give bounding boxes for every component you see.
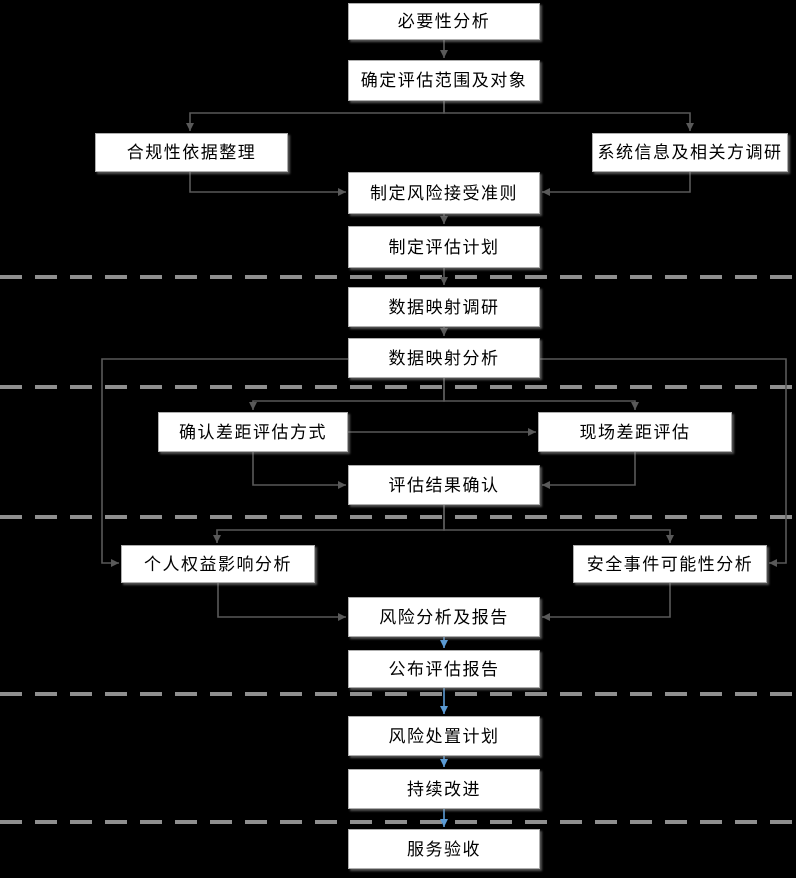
arrowhead-plan-to-mapping-survey: [440, 277, 448, 285]
flow-node-compliance-basis: 合规性依据整理: [95, 133, 288, 172]
connector-incident-to-risk-report: [542, 583, 671, 618]
flow-node-risk-treatment-plan: 风险处置计划: [348, 716, 540, 756]
flow-node-label: 数据映射调研: [388, 297, 500, 317]
arrowhead-incident-to-risk-report: [542, 613, 550, 621]
arrowhead-analysis-left-rail-to-rights: [111, 559, 119, 567]
flow-node-personal-rights-impact: 个人权益影响分析: [121, 545, 315, 583]
flow-node-label: 风险分析及报告: [379, 607, 509, 627]
connector-rights-to-risk-report: [217, 583, 346, 618]
flow-node-label: 数据映射分析: [388, 348, 500, 368]
flow-node-label: 确认差距评估方式: [179, 422, 327, 442]
flow-node-label: 公布评估报告: [388, 659, 500, 679]
arrowhead-criteria-to-plan: [440, 216, 448, 224]
flow-node-risk-analysis-report: 风险分析及报告: [348, 597, 540, 637]
flow-node-label: 合规性依据整理: [126, 143, 257, 162]
flow-node-label: 风险处置计划: [388, 726, 500, 746]
flow-node-data-mapping-survey: 数据映射调研: [348, 287, 540, 327]
arrowhead-necessity-to-scope: [440, 50, 448, 58]
flow-node-label: 现场差距评估: [579, 422, 691, 442]
flow-node-label: 制定评估计划: [388, 237, 500, 257]
flow-node-label: 评估结果确认: [388, 475, 500, 495]
connector-scope-to-compliance: [189, 101, 445, 131]
flow-node-label: 确定评估范围及对象: [360, 71, 528, 90]
arrowhead-risk-report-to-publish: [440, 640, 448, 648]
arrowhead-compliance-to-criteria: [338, 188, 346, 196]
connector-onsite-to-result: [542, 452, 636, 486]
flow-node-result-confirmation: 评估结果确认: [348, 465, 540, 505]
connector-result-to-incident: [443, 505, 671, 543]
flow-node-define-scope: 确定评估范围及对象: [348, 60, 540, 101]
connector-compliance-to-criteria: [189, 172, 346, 193]
connector-system-info-to-criteria: [542, 172, 691, 193]
arrowhead-gap-method-to-result: [338, 481, 346, 489]
arrowhead-survey-to-mapping-analysis: [440, 328, 448, 336]
flow-node-continuous-improvement: 持续改进: [348, 769, 540, 809]
flow-node-necessity-analysis: 必要性分析: [348, 3, 540, 40]
flow-node-incident-likelihood: 安全事件可能性分析: [573, 545, 767, 583]
arrowhead-analysis-right-rail-to-incident: [769, 559, 777, 567]
arrowhead-treatment-to-improvement: [440, 759, 448, 767]
arrowhead-result-to-rights-impact: [213, 535, 221, 543]
connector-scope-to-system-info: [443, 101, 691, 131]
arrowhead-gap-method-to-onsite: [528, 428, 536, 436]
connector-result-to-rights-impact: [216, 505, 445, 543]
connector-analysis-to-onsite-gap: [443, 378, 636, 410]
arrowhead-publish-to-treatment: [440, 706, 448, 714]
flow-node-onsite-gap-assessment: 现场差距评估: [538, 412, 732, 452]
arrowhead-scope-to-system-info: [686, 123, 694, 131]
connector-analysis-to-gap-method: [252, 378, 445, 410]
flow-node-label: 安全事件可能性分析: [586, 554, 754, 574]
flow-node-data-mapping-analysis: 数据映射分析: [348, 338, 540, 378]
flow-node-label: 系统信息及相关方调研: [597, 143, 783, 162]
arrowhead-rights-to-risk-report: [338, 613, 346, 621]
connector-analysis-right-rail-to-incident: [540, 358, 787, 564]
connector-analysis-left-rail-to-rights: [101, 358, 348, 564]
arrowhead-system-info-to-criteria: [542, 188, 550, 196]
flow-node-label: 持续改进: [407, 779, 481, 799]
flow-node-risk-acceptance-criteria: 制定风险接受准则: [348, 172, 540, 214]
flow-node-label: 必要性分析: [397, 12, 491, 31]
arrowhead-analysis-to-onsite-gap: [631, 402, 639, 410]
flow-node-assessment-plan: 制定评估计划: [348, 226, 540, 268]
flow-node-label: 服务验收: [407, 839, 481, 859]
connector-gap-method-to-result: [252, 452, 346, 486]
arrowhead-improvement-to-acceptance: [440, 819, 448, 827]
flow-node-service-acceptance: 服务验收: [348, 829, 540, 869]
flow-node-publish-report: 公布评估报告: [348, 650, 540, 688]
flow-node-label: 个人权益影响分析: [144, 554, 292, 574]
arrowhead-result-to-incident: [666, 535, 674, 543]
arrowhead-scope-to-compliance: [186, 123, 194, 131]
flow-node-gap-method: 确认差距评估方式: [158, 412, 348, 452]
arrowhead-onsite-to-result: [542, 481, 550, 489]
arrowhead-analysis-to-gap-method: [249, 402, 257, 410]
flow-node-label: 制定风险接受准则: [370, 183, 518, 203]
flow-node-system-info-survey: 系统信息及相关方调研: [592, 133, 788, 172]
